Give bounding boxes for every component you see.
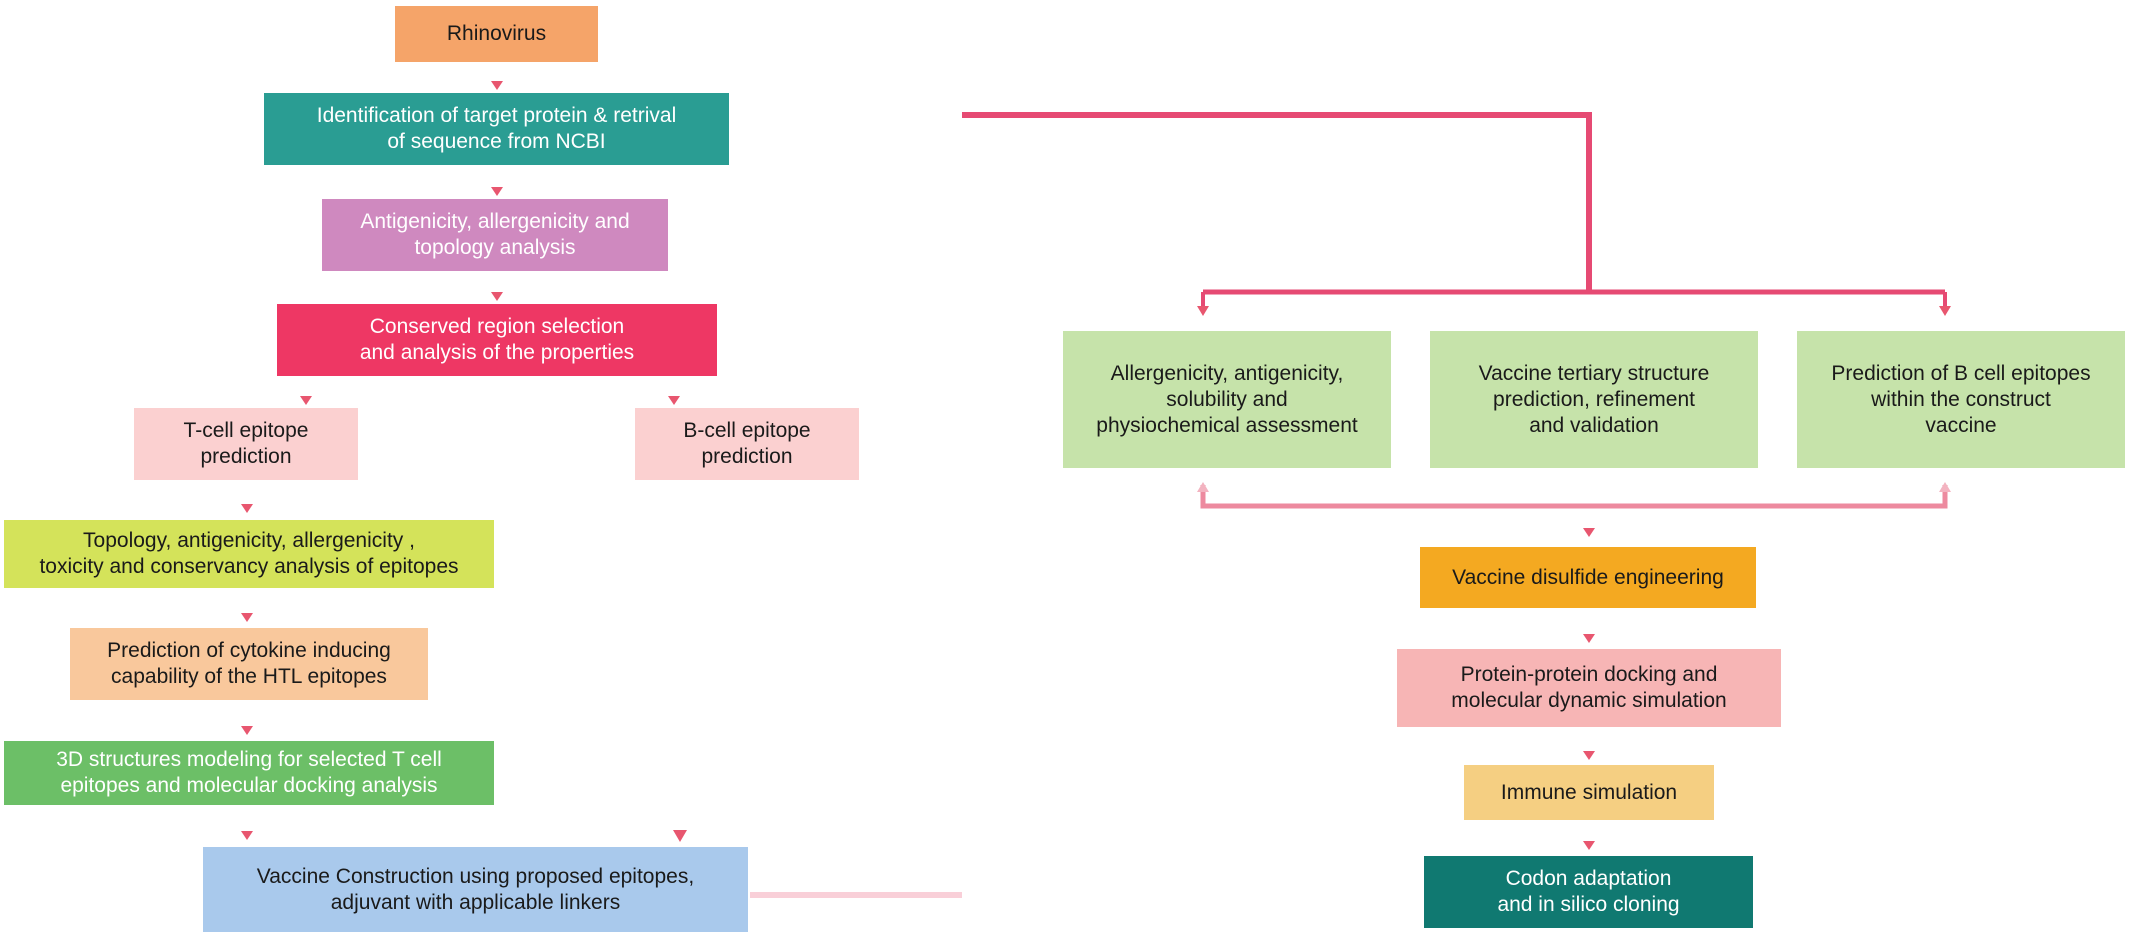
tcell-prediction-box: T-cell epitope prediction bbox=[134, 408, 358, 480]
structure-modeling-box: 3D structures modeling for selected T ce… bbox=[4, 741, 494, 805]
arrow-target-protein-head bbox=[491, 187, 503, 196]
arrow-immune-head bbox=[1583, 841, 1595, 850]
docking-label: Protein-protein docking and molecular dy… bbox=[1451, 663, 1727, 712]
conserved-region-label: Conserved region selection and analysis … bbox=[359, 315, 635, 364]
immune-simulation-label: Immune simulation bbox=[1500, 780, 1678, 804]
bcell-prediction-box: B-cell epitope prediction bbox=[635, 408, 859, 480]
merge-bar bbox=[1200, 485, 1948, 509]
codon-adaptation-label: Codon adaptation and in silico cloning bbox=[1497, 867, 1680, 916]
tcell-prediction-label: T-cell epitope prediction bbox=[183, 419, 309, 468]
drop-left-head bbox=[1197, 306, 1209, 316]
arrow-antigenicity-head bbox=[491, 292, 503, 301]
cytokine-prediction-label: Prediction of cytokine inducing capabili… bbox=[107, 639, 391, 688]
arrow-structure-head bbox=[241, 831, 253, 840]
arrow-cytokine-head bbox=[241, 726, 253, 735]
arrow-disulfide-head bbox=[1583, 634, 1595, 643]
vaccine-construction-box: Vaccine Construction using proposed epit… bbox=[203, 847, 748, 932]
arrow-rhinovirus-head bbox=[491, 81, 503, 90]
assessment-label: Allergenicity, antigenicity, solubility … bbox=[1096, 361, 1358, 437]
arrow-to-disulfide-head bbox=[1583, 528, 1595, 537]
tertiary-structure-box: Vaccine tertiary structure prediction, r… bbox=[1430, 331, 1758, 468]
conserved-region-box: Conserved region selection and analysis … bbox=[277, 304, 717, 376]
arrow-to-tcell-head bbox=[300, 396, 312, 405]
disulfide-box: Vaccine disulfide engineering bbox=[1420, 547, 1756, 608]
codon-adaptation-box: Codon adaptation and in silico cloning bbox=[1424, 856, 1753, 928]
assessment-box: Allergenicity, antigenicity, solubility … bbox=[1063, 331, 1391, 468]
antigenicity-topology-box: Antigenicity, allergenicity and topology… bbox=[322, 199, 668, 271]
arrow-docking-head bbox=[1583, 751, 1595, 760]
top-bus-line bbox=[962, 112, 1592, 292]
docking-box: Protein-protein docking and molecular dy… bbox=[1397, 649, 1781, 727]
bcell-connector-head bbox=[673, 830, 687, 842]
bcell-prediction-label: B-cell epitope prediction bbox=[683, 419, 811, 468]
bcell-construct-label: Prediction of B cell epitopes within the… bbox=[1831, 361, 2091, 437]
arrow-tcell-head bbox=[241, 504, 253, 513]
arrow-to-bcell-head bbox=[668, 396, 680, 405]
bcell-construct-box: Prediction of B cell epitopes within the… bbox=[1797, 331, 2125, 468]
epitope-analysis-box: Topology, antigenicity, allergenicity , … bbox=[4, 520, 494, 588]
cytokine-prediction-box: Prediction of cytokine inducing capabili… bbox=[70, 628, 428, 700]
vaccine-construction-label: Vaccine Construction using proposed epit… bbox=[256, 864, 695, 914]
merge-right-head bbox=[1939, 482, 1951, 492]
disulfide-label: Vaccine disulfide engineering bbox=[1452, 565, 1724, 589]
immune-simulation-box: Immune simulation bbox=[1464, 765, 1714, 820]
antigenicity-topology-label: Antigenicity, allergenicity and topology… bbox=[360, 210, 630, 259]
rhinovirus-box: Rhinovirus bbox=[395, 6, 598, 62]
target-protein-box: Identification of target protein & retri… bbox=[264, 93, 729, 165]
rhinovirus-label: Rhinovirus bbox=[446, 22, 547, 45]
target-protein-label: Identification of target protein & retri… bbox=[316, 104, 677, 153]
tertiary-structure-label: Vaccine tertiary structure prediction, r… bbox=[1478, 361, 1710, 437]
drop-right-head bbox=[1939, 306, 1951, 316]
epitope-analysis-label: Topology, antigenicity, allergenicity , … bbox=[39, 529, 459, 578]
arrow-epitope-analysis-head bbox=[241, 613, 253, 622]
merge-left-head bbox=[1197, 482, 1209, 492]
structure-modeling-label: 3D structures modeling for selected T ce… bbox=[56, 748, 442, 797]
